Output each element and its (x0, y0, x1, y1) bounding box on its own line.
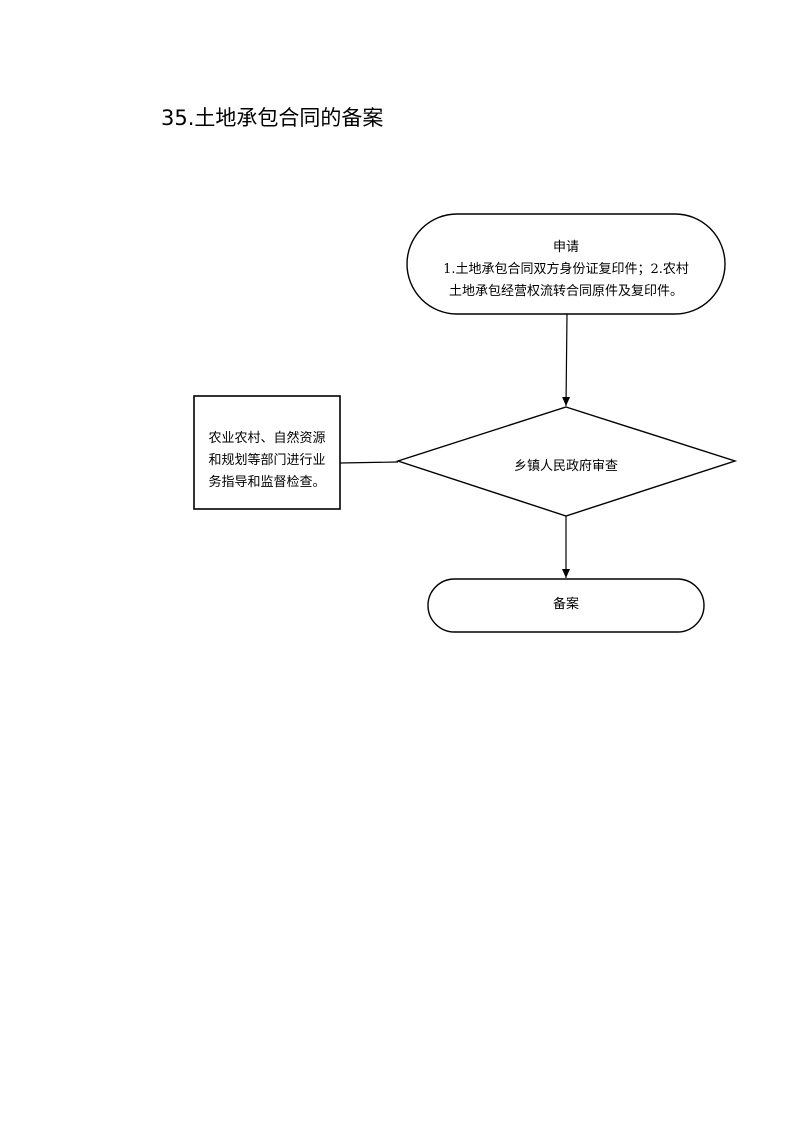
side-node-line-3: 务指导和监督检查。 (208, 475, 326, 490)
side-node-shape (193, 395, 341, 510)
decision-node-label: 乡镇人民政府审查 (513, 459, 618, 474)
start-node-heading: 申请 (552, 240, 579, 255)
start-node-line-1: 1.土地承包合同双方身份证复印件；2.农村 (443, 262, 689, 277)
connector-start-to-decision (562, 313, 571, 407)
page-title: 35.土地承包合同的备案 (161, 106, 384, 130)
connector-side-to-decision (339, 461, 399, 464)
end-node-label: 备案 (552, 597, 579, 612)
start-node-text: 申请 1.土地承包合同双方身份证复印件；2.农村 土地承包经营权流转合同原件及复… (407, 237, 725, 303)
end-node-shape (427, 578, 705, 633)
start-node-shape (406, 213, 726, 315)
start-node-line-2: 土地承包经营权流转合同原件及复印件。 (448, 284, 683, 299)
side-node-line-1: 农业农村、自然资源 (208, 431, 326, 446)
side-node-text: 农业农村、自然资源 和规划等部门进行业 务指导和监督检查。 (194, 428, 340, 494)
side-node-line-2: 和规划等部门进行业 (208, 453, 326, 468)
